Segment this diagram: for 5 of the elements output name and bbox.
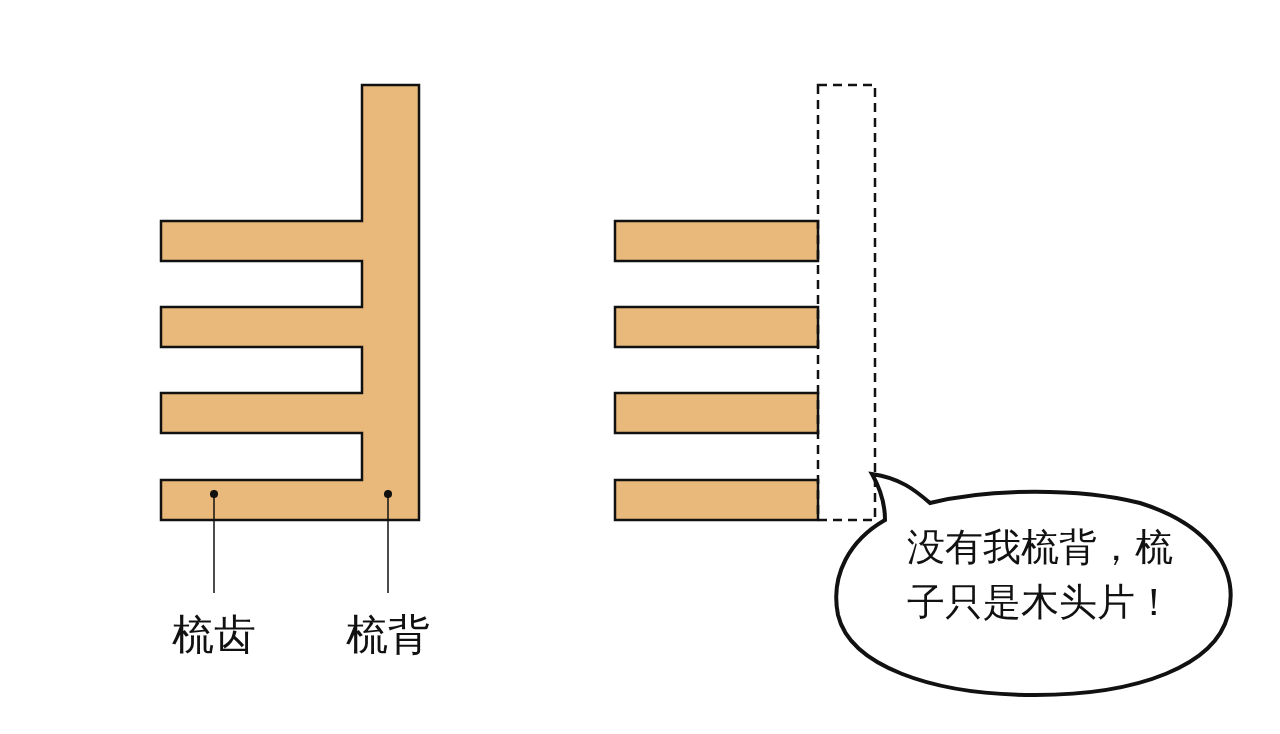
part-label: 梳背 [346, 610, 430, 659]
leader-line [209, 489, 219, 594]
leader-line [383, 489, 393, 594]
speech-text: 没有我梳背，梳子只是木头片！ [907, 525, 1173, 625]
part-label: 梳齿 [172, 610, 256, 659]
